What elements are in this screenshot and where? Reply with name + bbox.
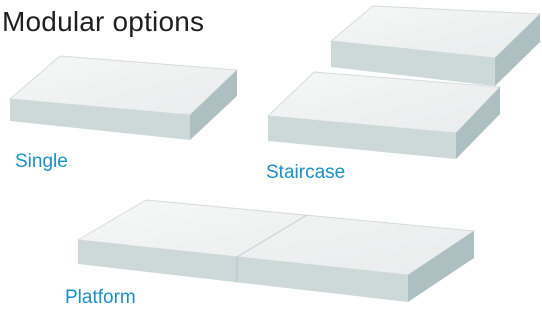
staircase-lower-block xyxy=(266,71,502,159)
platform-seam-top xyxy=(236,214,308,258)
page-title: Modular options xyxy=(2,6,205,37)
staircase-lower-front-face xyxy=(268,116,456,159)
staircase-upper-block xyxy=(329,5,542,86)
single-block xyxy=(8,55,239,140)
platform-block xyxy=(76,199,476,302)
staircase-label: Staircase xyxy=(266,162,346,183)
single-side-face xyxy=(190,70,237,140)
platform-side-face xyxy=(408,231,474,302)
staircase-lower-side-face xyxy=(456,87,500,159)
platform-label: Platform xyxy=(65,287,136,308)
staircase-upper-front-face xyxy=(331,41,495,86)
staircase-upper-side-face xyxy=(495,14,540,86)
single-label: Single xyxy=(15,151,68,172)
platform-front-face xyxy=(78,240,408,302)
single-front-face xyxy=(10,99,190,140)
